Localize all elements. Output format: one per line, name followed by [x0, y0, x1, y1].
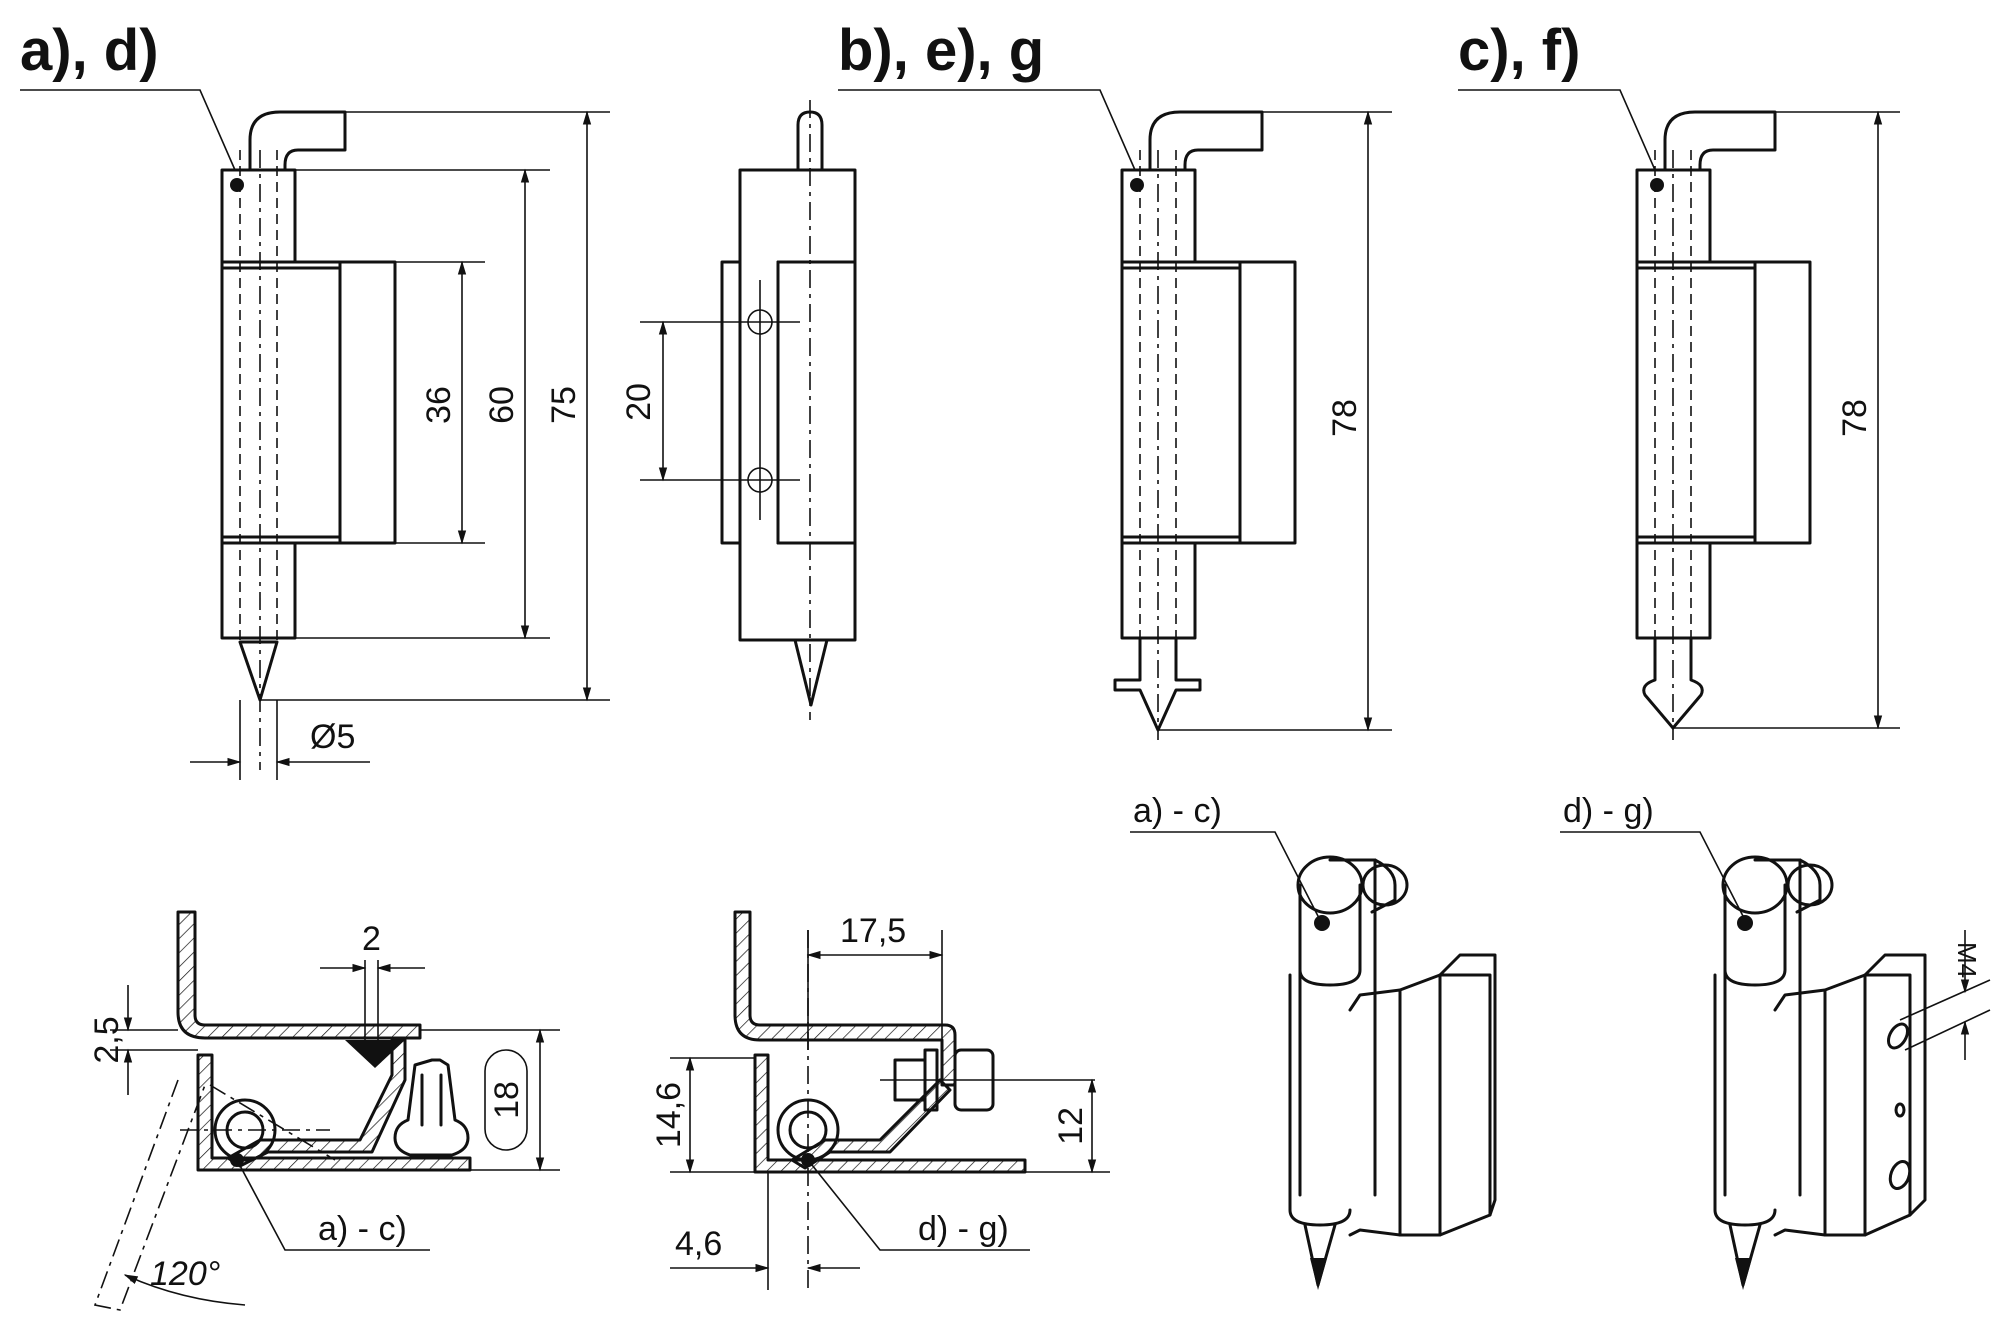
iso1-pin-end: [1361, 863, 1409, 907]
dim-75: 75: [545, 386, 583, 424]
dim-18: 18: [488, 1081, 526, 1119]
section1-clip: [393, 1058, 470, 1157]
dim-17-5: 17,5: [840, 912, 906, 950]
dim-78-cf: 78: [1836, 399, 1874, 437]
section2-upper-leaf: [733, 910, 957, 1087]
dim-m4: M4: [1952, 942, 1982, 978]
view-cf: c), f) 78: [1458, 18, 1900, 740]
iso-view-1: a) - c): [1130, 792, 1497, 1290]
view-beg-title: b), e), g: [838, 18, 1044, 83]
dim-14-6: 14,6: [650, 1082, 688, 1148]
view-cf-leaf: [1635, 260, 1812, 545]
iso2-leaf: [1773, 973, 1912, 1237]
view-ad-title: a), d): [20, 18, 159, 83]
side-pin-tip: [793, 638, 829, 707]
iso1-callout-leader: [1130, 831, 1321, 921]
view-ad-leaf: [220, 260, 397, 545]
iso-view-2: d) - g) M4: [1560, 792, 1991, 1290]
dim-60: 60: [483, 386, 521, 424]
dim-2: 2: [362, 920, 381, 958]
section1-swing: [93, 1079, 206, 1311]
section1-upper-leaf: [176, 910, 422, 1040]
dim-78-beg: 78: [1326, 399, 1364, 437]
view-ad-pin-hook: [248, 110, 347, 172]
view-beg: b), e), g 78: [838, 18, 1392, 740]
section2-callout: d) - g): [918, 1210, 1009, 1248]
section2-frame: [753, 1053, 1027, 1174]
iso1-leaf: [1348, 973, 1492, 1237]
view-ad-leader-dot: [230, 178, 244, 192]
section2-callout-leader: [807, 1159, 1030, 1251]
section-1: 120° 2 2,5 18 a) - c): [88, 910, 560, 1311]
iso2-thread-hole: [1887, 1022, 1909, 1050]
view-ad-pin-tip: [238, 640, 279, 702]
view-cf-leader: [1458, 89, 1656, 171]
iso2-callout: d) - g): [1563, 792, 1654, 830]
dim-12: 12: [1052, 1107, 1090, 1145]
section1-callout: a) - c): [318, 1210, 407, 1248]
view-beg-leaf: [1120, 260, 1297, 545]
dim-20: 20: [620, 383, 658, 421]
side-leaf-back: [720, 260, 742, 545]
view-ad-lower-knuckle: [220, 541, 297, 640]
view-ad: a), d) 75 60 36: [20, 18, 610, 780]
side-body: [738, 168, 857, 642]
dim-2-5: 2,5: [88, 1016, 126, 1063]
section1-callout-leader: [236, 1159, 430, 1251]
dim-36: 36: [420, 386, 458, 424]
view-side: 20: [620, 100, 857, 720]
section-2: 17,5 14,6 12 4,6 d) - g): [650, 910, 1110, 1290]
view-beg-leader: [838, 89, 1136, 171]
view-ad-leader: [20, 89, 236, 171]
iso2-callout-leader: [1560, 831, 1746, 921]
view-cf-title: c), f): [1458, 18, 1580, 83]
dim-4-6: 4,6: [675, 1225, 722, 1263]
dim-dia5: Ø5: [310, 718, 355, 756]
iso2-pin-end: [1786, 863, 1834, 907]
dim-120deg: 120°: [150, 1255, 220, 1293]
section1-frame: [196, 1053, 472, 1172]
iso1-callout: a) - c): [1133, 792, 1222, 830]
